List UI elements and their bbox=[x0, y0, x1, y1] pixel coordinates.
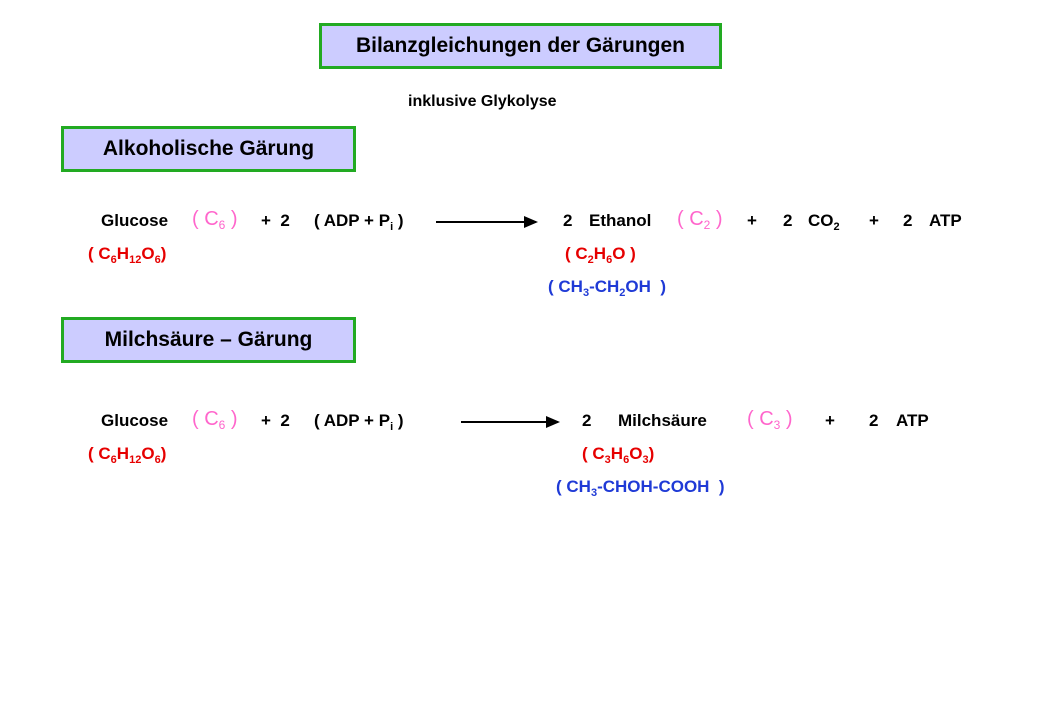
alcohol-atp-count: 2 bbox=[903, 211, 913, 230]
lactic-glucose: Glucose bbox=[101, 411, 169, 430]
lactic-glucose-carbon: ( C6 ) bbox=[192, 408, 238, 432]
alcohol-glucose-carbon: ( C6 ) bbox=[192, 208, 238, 232]
alcohol-ethanol-count: 2 bbox=[563, 211, 573, 230]
lactic-reaction-arrow bbox=[461, 416, 560, 428]
subtitle: inklusive Glykolyse bbox=[408, 93, 557, 110]
lactic-adp: ( ADP + Pi ) bbox=[314, 411, 404, 433]
lactic-heading-box: Milchsäure – Gärung bbox=[61, 317, 356, 363]
alcohol-plus-two: + 2 bbox=[261, 211, 290, 230]
lactic-acid-carbon: ( C3 ) bbox=[747, 408, 793, 432]
alcohol-co2: CO2 bbox=[808, 211, 840, 233]
alcohol-heading-box: Alkoholische Gärung bbox=[61, 126, 356, 172]
title-box: Bilanzgleichungen der Gärungen bbox=[319, 23, 722, 69]
alcohol-plus-1: + bbox=[747, 211, 757, 230]
lactic-atp-count: 2 bbox=[869, 411, 879, 430]
alcohol-plus-2: + bbox=[869, 211, 879, 230]
page-title: Bilanzgleichungen der Gärungen bbox=[355, 34, 686, 57]
alcohol-atp: ATP bbox=[929, 211, 962, 230]
alcohol-ethanol-formula: ( C2H6O ) bbox=[565, 244, 636, 266]
lactic-acid-count: 2 bbox=[582, 411, 592, 430]
alcohol-ethanol-carbon: ( C2 ) bbox=[677, 208, 723, 232]
lactic-plus: + bbox=[825, 411, 835, 430]
lactic-heading: Milchsäure – Gärung bbox=[104, 328, 313, 351]
lactic-acid-structure: ( CH3-CHOH-COOH ) bbox=[556, 477, 725, 499]
lactic-plus-two: + 2 bbox=[261, 411, 290, 430]
lactic-atp: ATP bbox=[896, 411, 929, 430]
lactic-acid: Milchsäure bbox=[618, 411, 707, 430]
alcohol-ethanol-structure: ( CH3-CH2OH ) bbox=[548, 277, 667, 299]
lactic-glucose-formula: ( C6H12O6) bbox=[88, 444, 167, 466]
alcohol-adp: ( ADP + Pi ) bbox=[314, 211, 404, 233]
alcohol-co2-count: 2 bbox=[783, 211, 793, 230]
alcohol-heading: Alkoholische Gärung bbox=[102, 137, 315, 160]
alcohol-glucose: Glucose bbox=[101, 211, 169, 230]
alcohol-ethanol: Ethanol bbox=[589, 211, 652, 230]
alcohol-glucose-formula: ( C6H12O6) bbox=[88, 244, 167, 266]
lactic-acid-formula: ( C3H6O3) bbox=[582, 444, 655, 466]
alcohol-reaction-arrow bbox=[436, 216, 538, 228]
